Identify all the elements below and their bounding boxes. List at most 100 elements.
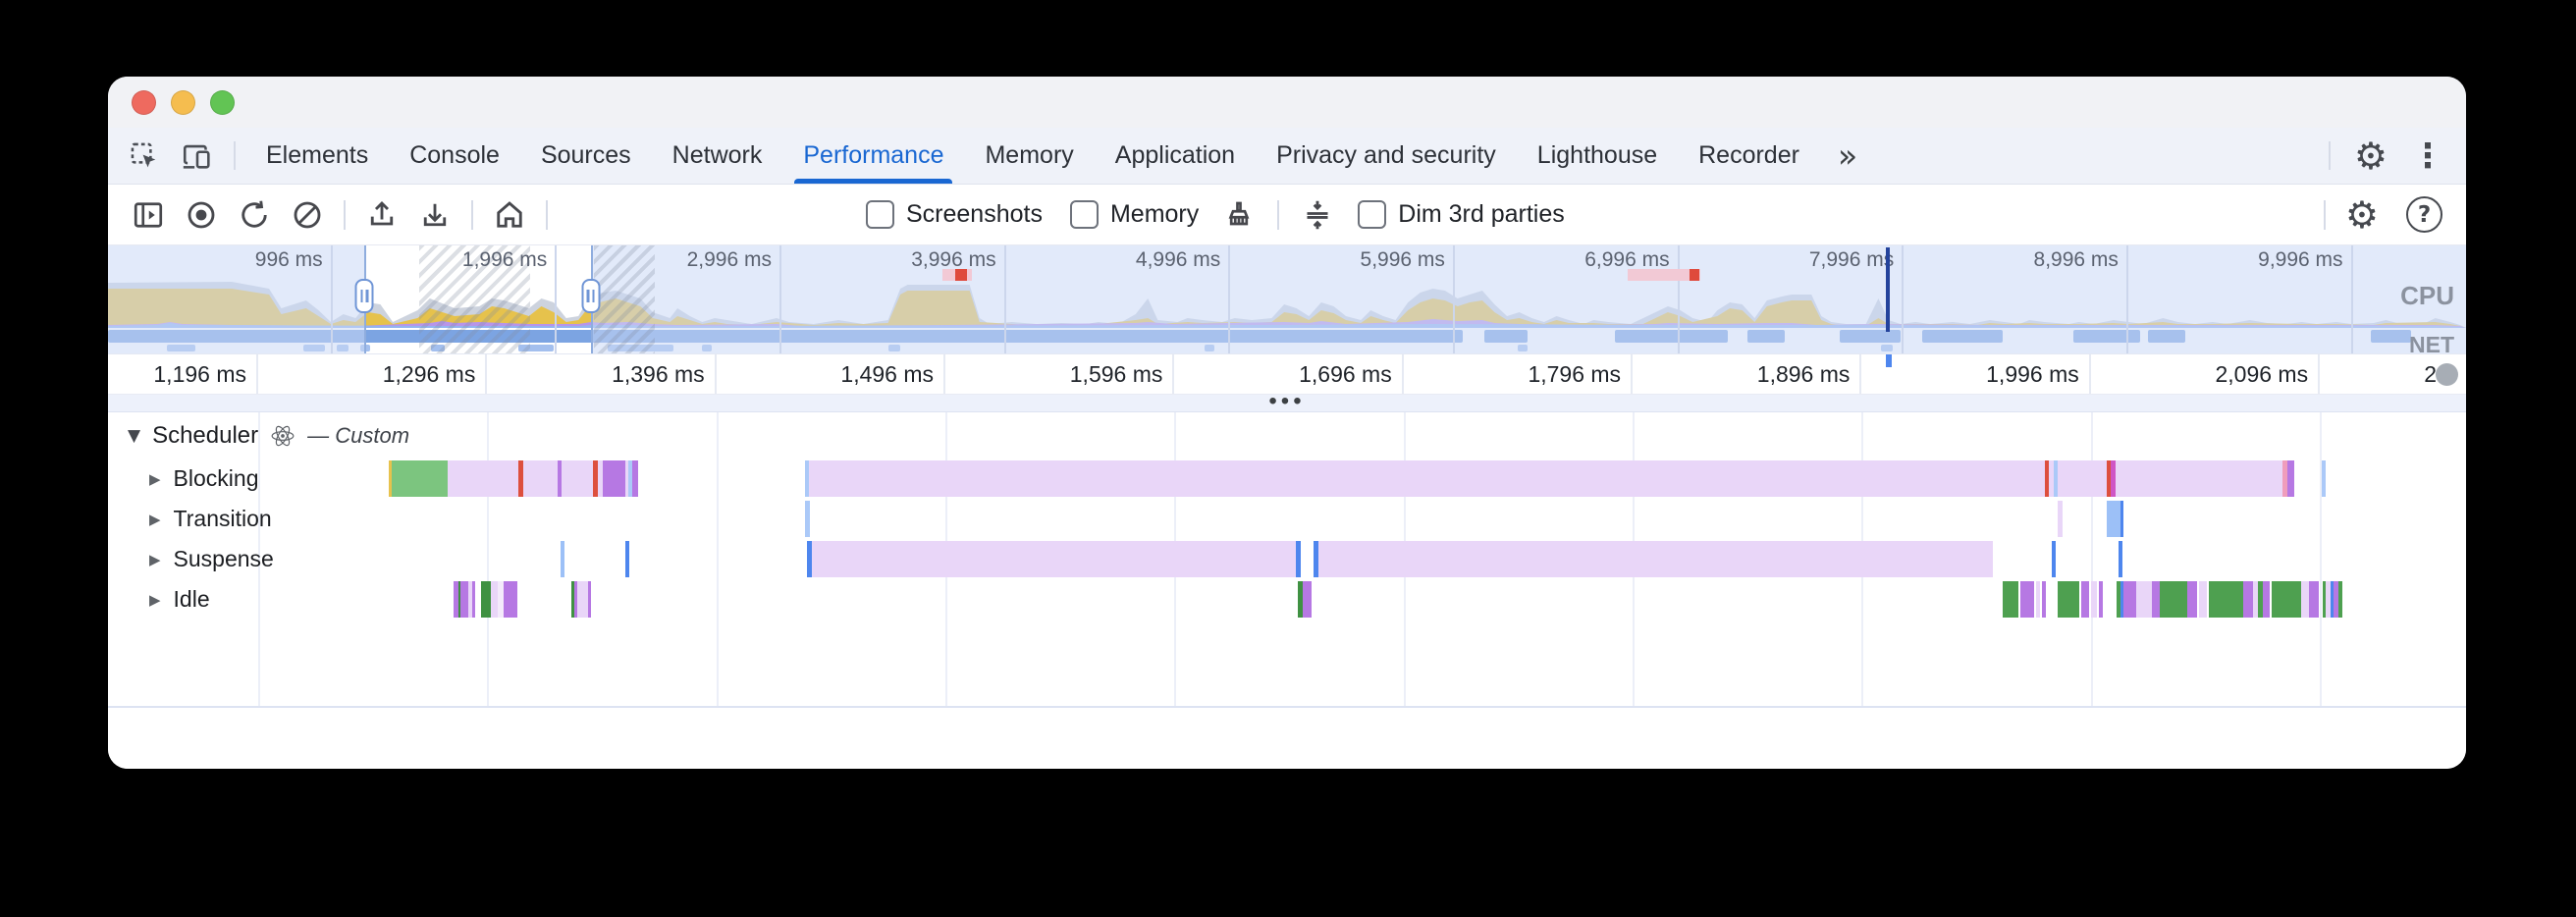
more-tabs-button[interactable]: »: [1820, 128, 1875, 184]
flame-segment[interactable]: [2281, 460, 2287, 497]
tab-network[interactable]: Network: [671, 141, 763, 169]
flame-segment[interactable]: [624, 460, 628, 497]
flame-segment[interactable]: [627, 460, 632, 497]
flame-segment[interactable]: [2080, 581, 2089, 618]
flame-segment[interactable]: [2321, 460, 2327, 497]
clear-icon[interactable]: [290, 197, 325, 233]
flame-segment[interactable]: [2338, 581, 2343, 618]
flame-segment[interactable]: [391, 460, 448, 497]
flame-segment[interactable]: [2106, 501, 2120, 537]
flame-segment[interactable]: [2253, 581, 2259, 618]
flame-segment[interactable]: [2262, 581, 2270, 618]
flame-segment[interactable]: [805, 501, 811, 537]
screenshots-checkbox[interactable]: Screenshots: [866, 200, 1043, 229]
track-label-transition[interactable]: ▶Transition: [149, 501, 272, 537]
flame-segment[interactable]: [2041, 581, 2046, 618]
expand-caret-icon[interactable]: ▶: [149, 469, 161, 488]
tab-application[interactable]: Application: [1114, 141, 1236, 169]
close-window-button[interactable]: [132, 89, 156, 115]
flame-segment[interactable]: [576, 581, 589, 618]
home-live-metrics-icon[interactable]: [492, 197, 527, 233]
flame-segment[interactable]: [2120, 501, 2123, 537]
flame-segment[interactable]: [2057, 501, 2063, 537]
customize-menu-icon[interactable]: ⋮: [2405, 128, 2450, 184]
scheduler-track-header[interactable]: ▼ Scheduler — Custom: [128, 420, 409, 452]
flame-segment[interactable]: [2111, 460, 2117, 497]
flame-segment[interactable]: [2326, 581, 2332, 618]
flame-segment[interactable]: [2106, 460, 2111, 497]
expand-caret-icon[interactable]: ▶: [149, 590, 161, 609]
flame-segment[interactable]: [2051, 541, 2057, 577]
checkbox-box[interactable]: [1358, 200, 1387, 229]
expand-caret-icon[interactable]: ▶: [149, 510, 161, 528]
suspense-lane-bars[interactable]: [108, 541, 2466, 577]
flame-segment[interactable]: [811, 541, 1296, 577]
tab-memory[interactable]: Memory: [985, 141, 1074, 169]
flame-segment[interactable]: [806, 541, 812, 577]
flame-segment[interactable]: [460, 581, 469, 618]
flame-segment[interactable]: [2035, 581, 2040, 618]
tab-recorder[interactable]: Recorder: [1698, 141, 1799, 169]
flame-segment[interactable]: [2020, 581, 2034, 618]
flame-segment[interactable]: [498, 581, 505, 618]
flame-segment[interactable]: [2208, 581, 2243, 618]
toggle-sidebar-icon[interactable]: [131, 197, 166, 233]
flame-segment[interactable]: [2152, 581, 2160, 618]
flame-segment[interactable]: [2286, 460, 2294, 497]
record-icon[interactable]: [184, 197, 219, 233]
flame-segment[interactable]: [2122, 581, 2136, 618]
flame-segment[interactable]: [480, 581, 492, 618]
tab-elements[interactable]: Elements: [266, 141, 369, 169]
flame-segment[interactable]: [2322, 581, 2326, 618]
flame-segment[interactable]: [560, 541, 565, 577]
flame-segment[interactable]: [2135, 581, 2153, 618]
flamechart-tracks[interactable]: ▼ Scheduler — Custom ▶Blocking▶Transitio…: [108, 412, 2466, 708]
checkbox-box[interactable]: [866, 200, 894, 229]
flame-segment[interactable]: [805, 460, 810, 497]
device-toolbar-icon[interactable]: [171, 128, 224, 184]
flame-segment[interactable]: [2091, 581, 2098, 618]
selection-right-handle[interactable]: [581, 279, 601, 313]
flame-segment[interactable]: [2003, 581, 2019, 618]
help-icon[interactable]: ?: [2400, 195, 2448, 234]
flame-segment[interactable]: [472, 581, 476, 618]
flame-segment[interactable]: [522, 460, 559, 497]
flame-segment[interactable]: [2272, 581, 2302, 618]
flame-segment[interactable]: [468, 581, 473, 618]
flame-segment[interactable]: [2118, 541, 2123, 577]
collapse-tracks-icon[interactable]: [1300, 197, 1335, 233]
flame-segment[interactable]: [558, 460, 563, 497]
idle-lane-bars[interactable]: [108, 581, 2466, 618]
flame-segment[interactable]: [593, 460, 599, 497]
garbage-collect-icon[interactable]: [1221, 197, 1257, 233]
inspect-element-icon[interactable]: [118, 128, 171, 184]
tab-sources[interactable]: Sources: [540, 141, 631, 169]
flame-segment[interactable]: [570, 581, 574, 618]
minimize-window-button[interactable]: [171, 89, 195, 115]
flame-segment[interactable]: [2309, 581, 2320, 618]
flame-segment[interactable]: [457, 581, 461, 618]
flame-segment[interactable]: [1298, 581, 1304, 618]
expand-caret-icon[interactable]: ▶: [149, 550, 161, 568]
flame-segment[interactable]: [2199, 581, 2207, 618]
track-label-suspense[interactable]: ▶Suspense: [149, 541, 274, 577]
flame-segment[interactable]: [2257, 581, 2263, 618]
flame-segment[interactable]: [1303, 581, 1312, 618]
flame-segment[interactable]: [574, 581, 578, 618]
flame-segment[interactable]: [562, 460, 594, 497]
tab-lighthouse[interactable]: Lighthouse: [1536, 141, 1658, 169]
flame-segment[interactable]: [1313, 541, 1318, 577]
blocking-lane-bars[interactable]: [108, 460, 2466, 497]
flame-segment[interactable]: [517, 460, 523, 497]
download-profile-icon[interactable]: [417, 197, 453, 233]
flame-segment[interactable]: [809, 460, 2045, 497]
zoom-window-button[interactable]: [210, 89, 235, 115]
flame-segment[interactable]: [2045, 460, 2050, 497]
track-label-idle[interactable]: ▶Idle: [149, 581, 210, 618]
flame-segment[interactable]: [2117, 581, 2121, 618]
flame-segment[interactable]: [631, 460, 638, 497]
flame-segment[interactable]: [598, 460, 603, 497]
flame-segment[interactable]: [2159, 581, 2188, 618]
flame-segment[interactable]: [2057, 581, 2080, 618]
